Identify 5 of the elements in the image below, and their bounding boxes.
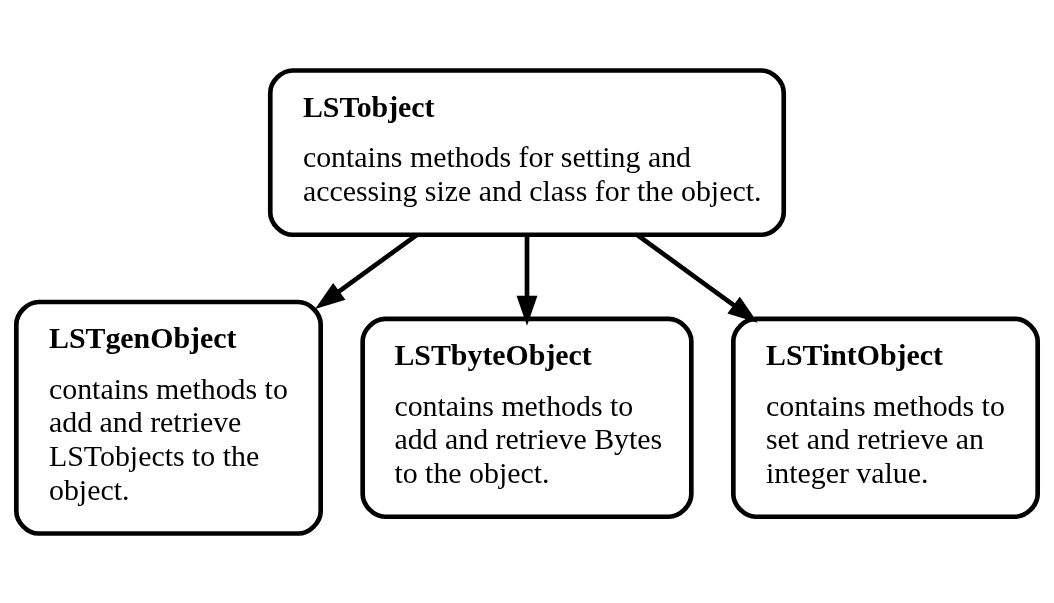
node-box: LSTintObject contains methods to set and retrieve an integer value. xyxy=(731,315,1040,519)
node-box: LSTobject contains methods for setting and accessing size and class for the object. xyxy=(267,67,787,237)
arrow xyxy=(516,234,538,326)
node-box: LSTbyteObject contains methods to add and retrieve Bytes to the object. xyxy=(360,315,694,519)
node-box: LSTgenObject contains methods to add and retrieve LSTobjects to the object. xyxy=(14,299,323,536)
